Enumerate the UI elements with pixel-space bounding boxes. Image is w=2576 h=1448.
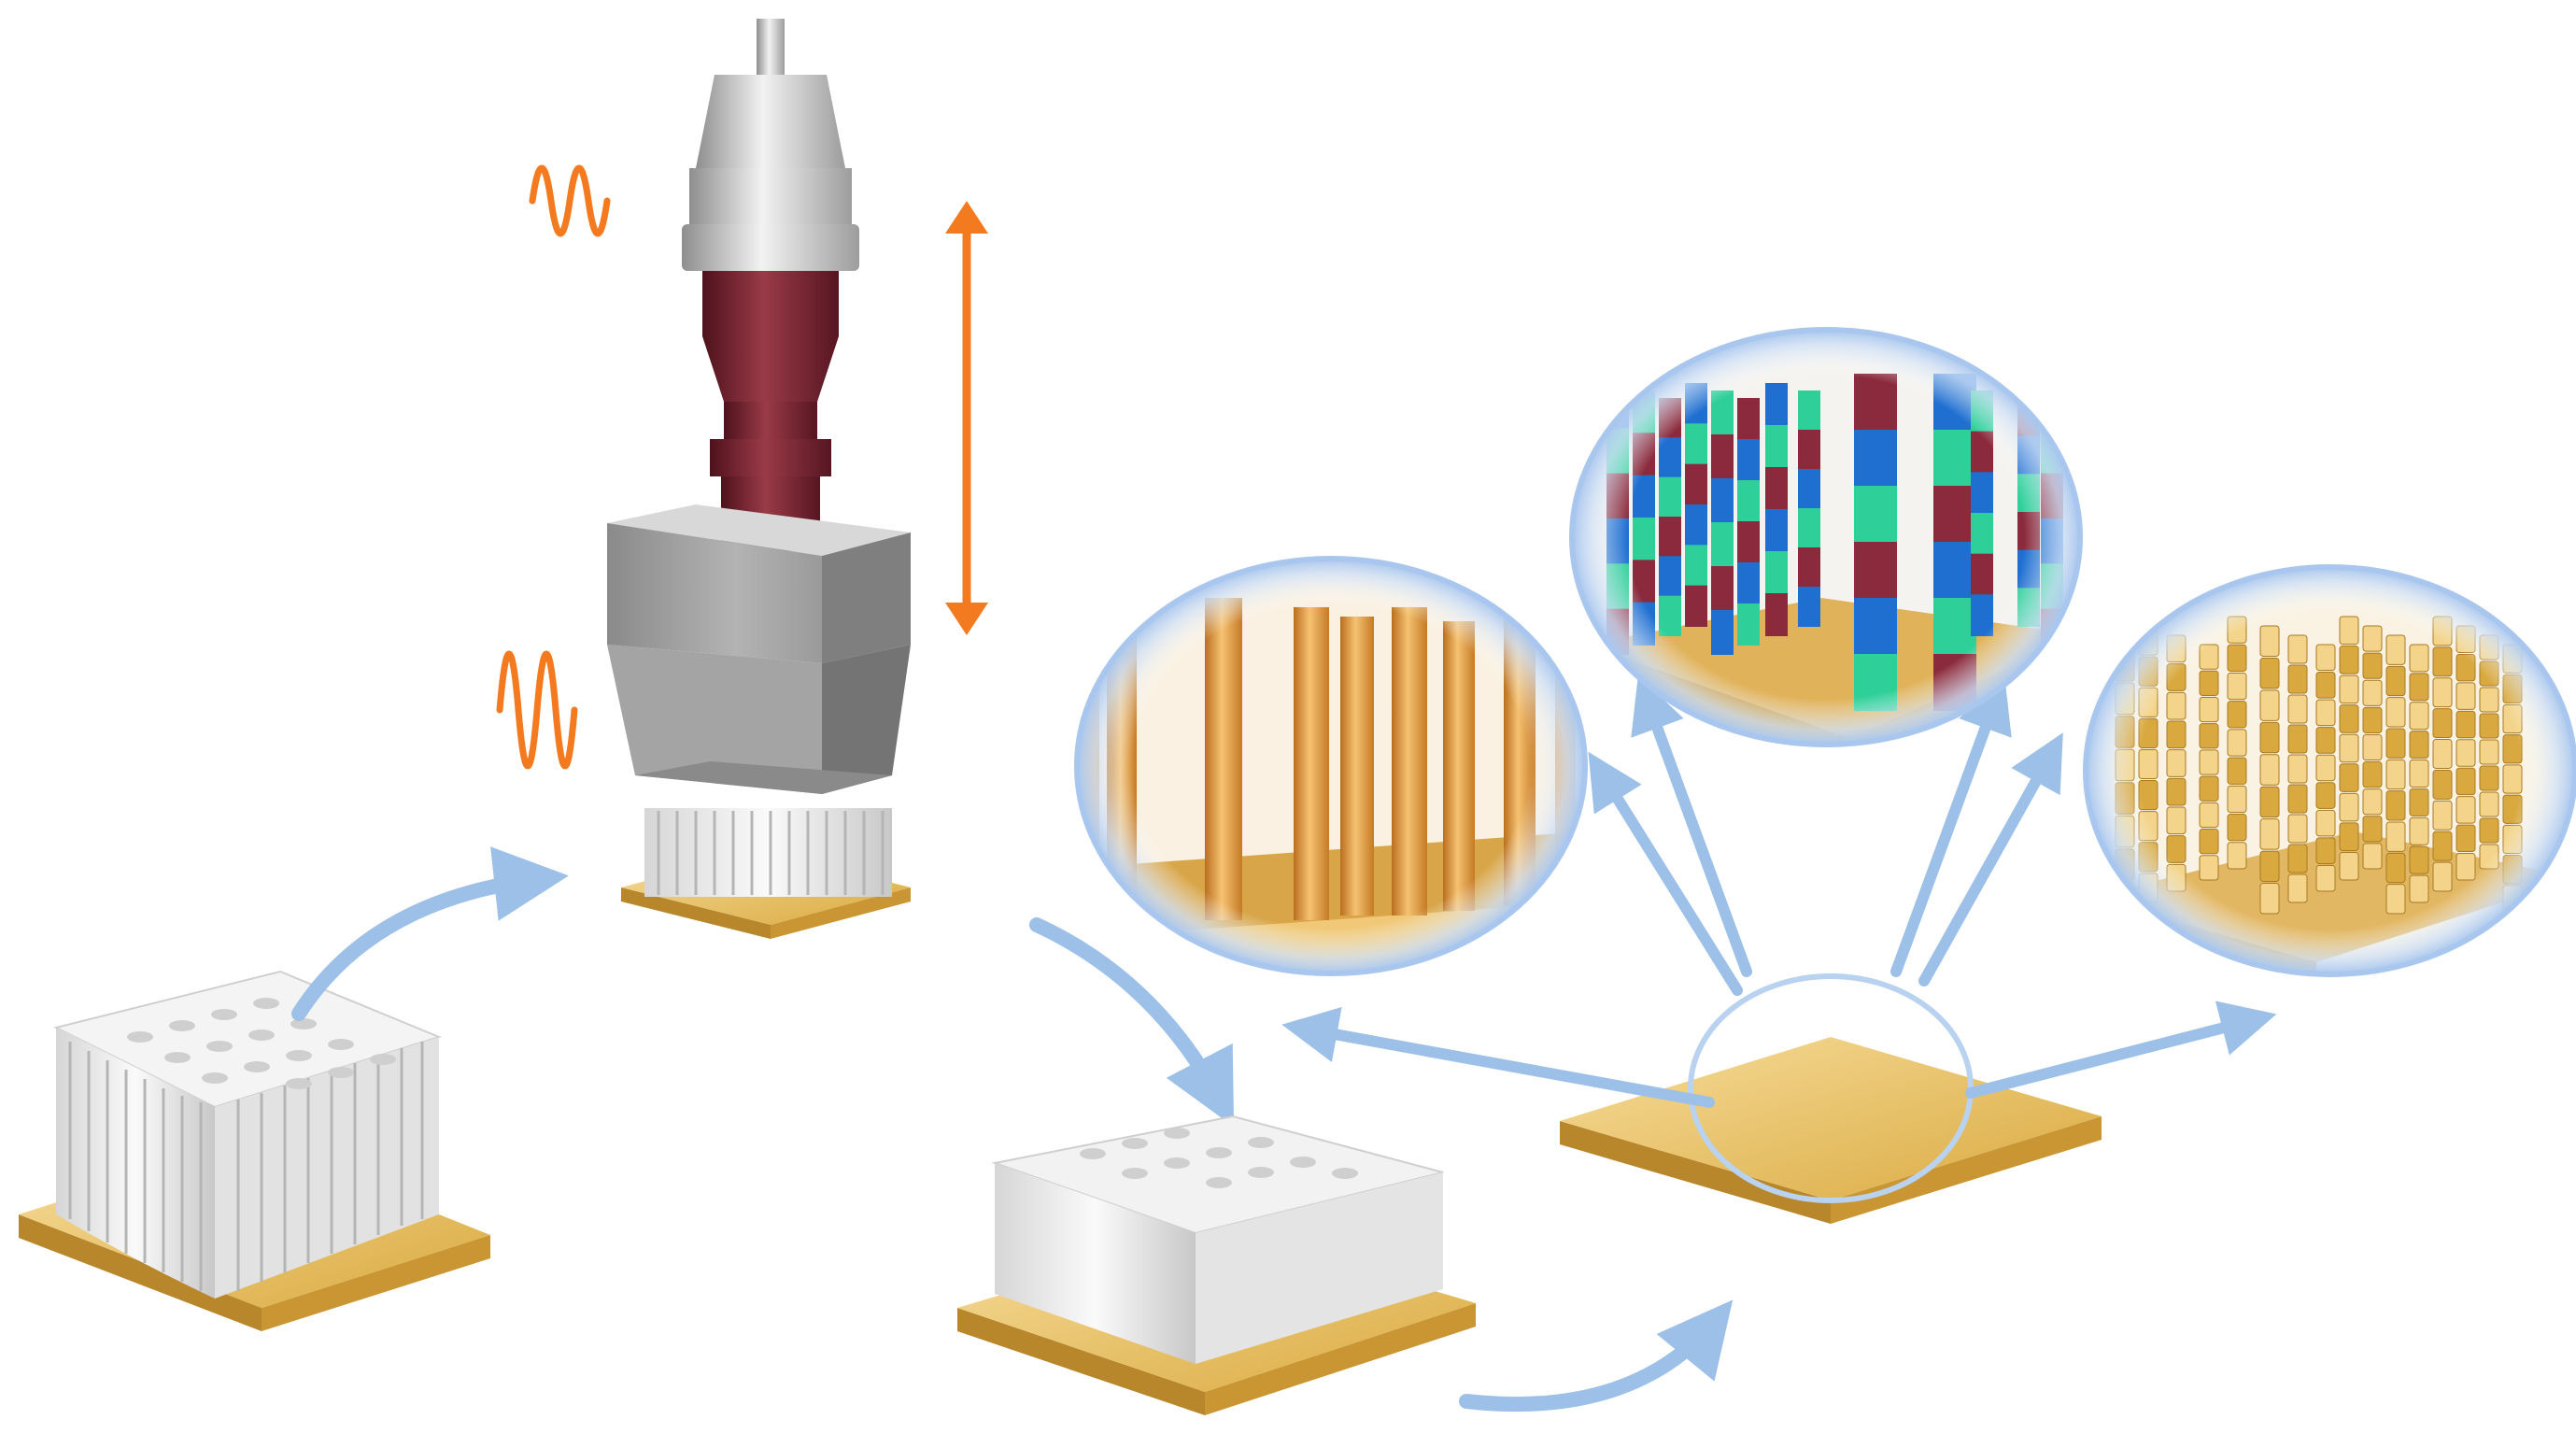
filled-template-icon — [957, 1114, 1476, 1415]
vibration-wave-lower-icon — [496, 650, 578, 770]
nanowire-array-icon — [1560, 929, 2102, 1224]
template-body — [53, 970, 442, 1299]
bubble-2-ring — [1569, 327, 2083, 747]
substrate-1-side-right — [262, 1235, 490, 1331]
zoom-arrows — [1281, 675, 2277, 1108]
ultrasonic-horn-icon — [607, 19, 911, 939]
porous-template-icon — [19, 970, 490, 1331]
magnified-stacked-rods-icon — [2083, 564, 2576, 977]
horn-housing-top — [607, 504, 911, 556]
flow-arrow-1 — [291, 846, 569, 1021]
magnified-rods-icon — [1074, 556, 1588, 976]
substrate-1-side — [19, 1214, 262, 1331]
flow-arrow-3 — [1459, 1299, 1734, 1413]
rod-segment — [2041, 383, 2063, 430]
vibration-wave-icon — [529, 164, 611, 237]
pressed-template — [644, 808, 892, 897]
horn-silver-upper — [696, 75, 845, 168]
vertical-motion-arrow-icon — [945, 201, 988, 635]
bubble-1-ring — [1074, 556, 1588, 976]
horn-maroon-upper — [702, 271, 839, 336]
horn-housing-bottom — [607, 645, 822, 794]
rod-segment — [2115, 616, 2135, 649]
flow-arrow-2 — [1029, 917, 1235, 1128]
bubble-3-ring — [2083, 564, 2576, 977]
